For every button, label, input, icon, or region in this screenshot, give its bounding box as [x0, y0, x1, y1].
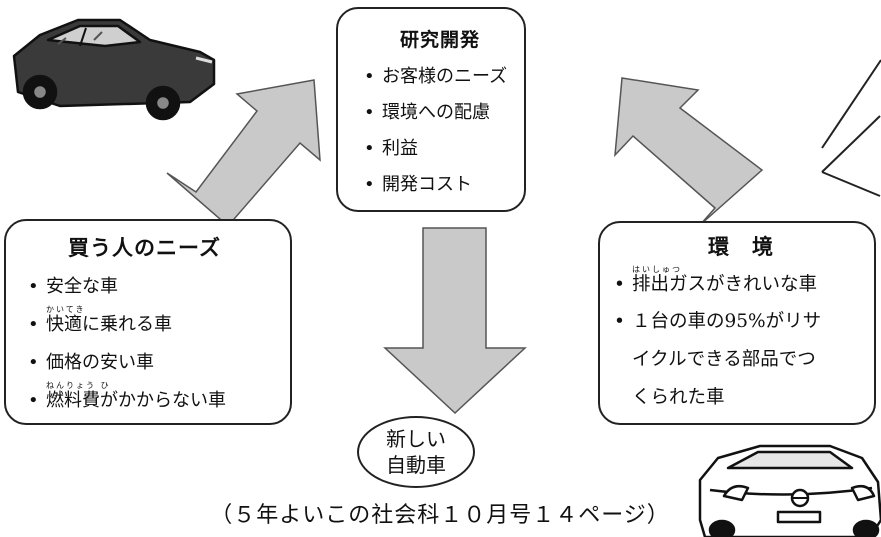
list-item: ねんりょう ひ 燃料費がかからない車	[28, 379, 280, 423]
buyers-needs-list: 安全な車 かいてき 快適に乗れる車 価格の安い車 ねんりょう ひ 燃料費がかから…	[28, 265, 280, 423]
source-caption: （５年よいこの社会科１０月号１４ページ）	[210, 503, 670, 528]
list-item: かいてき 快適に乗れる車	[28, 303, 280, 347]
furigana: はいしゅつ	[632, 265, 682, 274]
list-item: 利益	[364, 131, 510, 167]
list-item-text: 燃料費がかからない車	[46, 390, 226, 411]
environment-list: はいしゅつ 排出ガスがきれいな車 １台の車の95%がリサ	[614, 263, 868, 341]
list-item: 開発コスト	[364, 167, 510, 203]
list-item-continuation: くられた車	[632, 387, 725, 408]
buyers-needs-box: 買う人のニーズ 安全な車 かいてき 快適に乗れる車 価格の安い車 ねんりょう ひ…	[4, 219, 292, 425]
list-item: 環境への配慮	[364, 95, 510, 131]
arrow-buyers-to-rd	[166, 79, 321, 228]
arrow-env-to-rd	[614, 77, 764, 226]
environment-title: 環 境	[708, 234, 774, 259]
list-item: お客様のニーズ	[364, 59, 510, 95]
list-item-text: 安全な車	[46, 276, 118, 297]
new-car-label-line2: 自動車	[386, 453, 446, 477]
list-item: はいしゅつ 排出ガスがきれいな車	[614, 263, 868, 307]
list-item-continuation: イクルできる部品でつ	[632, 349, 816, 370]
list-item: １台の車の95%がリサ	[614, 303, 868, 341]
list-item-text: １台の車の95%がリサ	[632, 311, 822, 332]
new-car-oval: 新しい 自動車	[357, 416, 475, 488]
list-item-text: 価格の安い車	[46, 352, 154, 373]
list-item-text: 排出ガスがきれいな車	[632, 274, 818, 295]
list-item: 価格の安い車	[28, 341, 280, 385]
rd-box-title: 研究開発	[400, 29, 481, 51]
furigana: かいてき	[46, 305, 86, 314]
rd-box-list: お客様のニーズ 環境への配慮 利益 開発コスト	[364, 59, 510, 203]
environment-box: 環 境 はいしゅつ 排出ガスがきれいな車 １台の車の95%がリサ イクルできる部…	[598, 221, 876, 425]
list-item: 安全な車	[28, 265, 280, 309]
furigana: ねんりょう ひ	[46, 381, 111, 390]
speech-bubble-outline	[821, 59, 881, 197]
new-car-label-line1: 新しい	[386, 427, 446, 451]
list-item-text: 快適に乗れる車	[46, 314, 172, 335]
buyers-needs-title: 買う人のニーズ	[68, 235, 221, 260]
dark-sedan-car-icon	[12, 18, 216, 121]
arrow-rd-to-new-car	[383, 227, 527, 415]
rd-box: 研究開発 お客様のニーズ 環境への配慮 利益 開発コスト	[336, 7, 526, 212]
white-electric-car-icon	[698, 444, 881, 537]
